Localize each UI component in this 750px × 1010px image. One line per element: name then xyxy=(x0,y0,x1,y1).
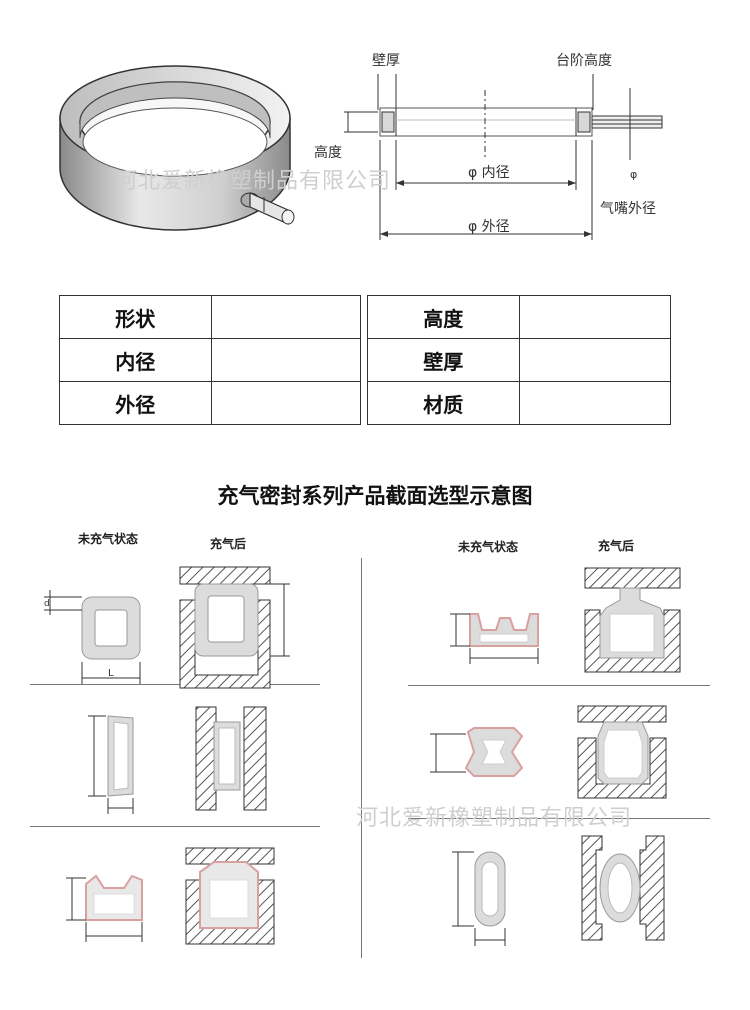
spec-label: 高度 xyxy=(366,295,520,339)
table-row: 外径 材质 xyxy=(59,381,672,425)
label-wall-thickness: 壁厚 xyxy=(372,53,400,69)
ring-cross-section-drawing: φ xyxy=(344,74,663,240)
seal-w-after xyxy=(584,567,681,673)
ring-isometric-illustration xyxy=(59,65,295,231)
right-before-label: 未充气状态 xyxy=(458,540,519,554)
seal-flat-after xyxy=(195,706,267,811)
spec-value[interactable] xyxy=(518,295,672,339)
label-step-height: 台阶高度 xyxy=(556,53,612,69)
dim-d-label: d xyxy=(44,599,50,609)
watermark-top: 河北爱新橡塑制品有限公司 xyxy=(115,169,392,194)
spec-value[interactable] xyxy=(518,338,672,382)
spec-label: 内径 xyxy=(59,338,212,382)
spec-value[interactable] xyxy=(210,295,362,339)
watermark-bottom: 河北爱新橡塑制品有限公司 xyxy=(356,806,633,831)
right-divider-2 xyxy=(408,818,710,819)
table-row: 内径 壁厚 xyxy=(59,338,672,382)
spec-table: 形状 高度 内径 壁厚 外径 材质 xyxy=(59,295,672,425)
spec-label: 形状 xyxy=(59,295,212,339)
svg-text:φ: φ xyxy=(630,168,637,181)
left-divider-2 xyxy=(30,826,320,827)
seal-square-after xyxy=(179,566,290,689)
spec-label: 壁厚 xyxy=(366,338,520,382)
label-nozzle-od: 气嘴外径 xyxy=(600,201,656,217)
seal-u-before xyxy=(66,874,143,942)
left-after-label: 充气后 xyxy=(210,537,247,551)
spec-value[interactable] xyxy=(210,381,362,425)
seal-oval-before xyxy=(452,851,506,946)
left-before-label: 未充气状态 xyxy=(78,532,139,546)
seal-square-before xyxy=(44,590,141,684)
right-after-label: 充气后 xyxy=(598,539,635,553)
dim-L-label: L xyxy=(108,668,114,679)
spec-value[interactable] xyxy=(518,381,672,425)
seal-hex-before xyxy=(430,727,524,777)
table-row: 形状 高度 xyxy=(59,295,672,339)
label-outer-diameter: φ 外径 xyxy=(468,219,510,235)
label-inner-diameter: φ 内径 xyxy=(468,165,510,181)
label-height: 高度 xyxy=(314,145,342,161)
section-title: 充气密封系列产品截面选型示意图 xyxy=(217,484,533,508)
seal-flat-before xyxy=(88,715,134,814)
seal-w-before xyxy=(450,613,539,664)
vertical-divider xyxy=(361,558,362,958)
right-divider-1 xyxy=(408,685,710,686)
spec-label: 材质 xyxy=(366,381,520,425)
seal-oval-after xyxy=(581,835,665,941)
spec-label: 外径 xyxy=(59,381,212,425)
left-divider-1 xyxy=(30,684,320,685)
spec-value[interactable] xyxy=(210,338,362,382)
seal-u-after xyxy=(185,847,275,945)
section-diagrams: d L xyxy=(44,566,681,946)
seal-hex-after xyxy=(577,705,667,799)
